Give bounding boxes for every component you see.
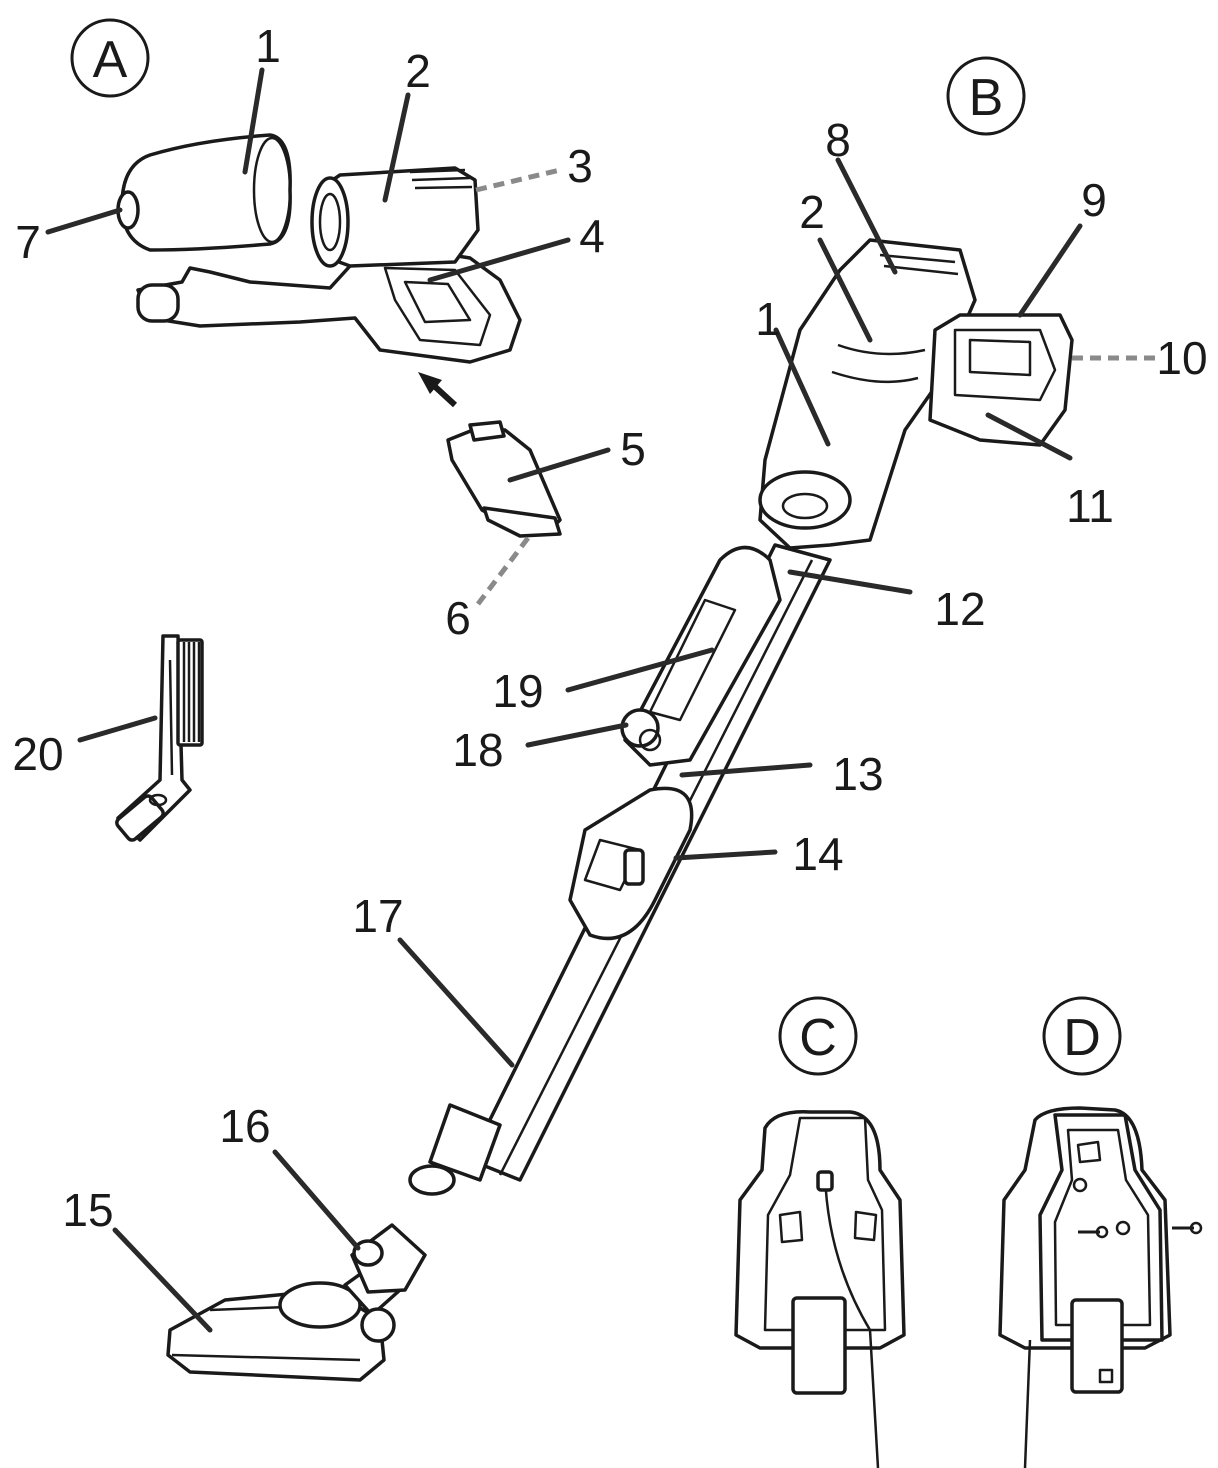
callout-b-13: 13 (832, 748, 883, 800)
handheld-body (136, 166, 522, 364)
callout-b-12: 12 (934, 583, 985, 635)
callout-a-3: 3 (567, 140, 593, 192)
section-d-badge: D (1042, 996, 1122, 1076)
floor-nozzle: 16 15 (62, 1100, 427, 1382)
section-b-letter: B (969, 69, 1004, 127)
callout-b-18: 18 (452, 724, 503, 776)
section-a-badge: A (70, 18, 150, 98)
callout-b-16: 16 (219, 1100, 270, 1152)
brush-tool: 20 (12, 634, 204, 842)
callout-a-2: 2 (405, 45, 431, 97)
wall-screw-left (1078, 1225, 1109, 1239)
callout-b-9: 9 (1081, 174, 1107, 226)
callout-a-4: 4 (579, 210, 605, 262)
section-b-assembled-cleaner: B 8 2 9 1 (352, 56, 1208, 1196)
battery-pack (418, 372, 562, 538)
section-d-letter: D (1063, 1009, 1101, 1067)
callout-b-10: 10 (1156, 332, 1207, 384)
wall-screw-right (1172, 1221, 1203, 1235)
section-a-letter: A (93, 31, 128, 89)
section-c-wall-bracket: C (734, 996, 906, 1468)
callout-a-7: 7 (15, 216, 41, 268)
callout-b-19: 19 (492, 665, 543, 717)
callout-a-5: 5 (620, 423, 646, 475)
section-a-handheld-unit: A 1 (15, 18, 646, 644)
section-c-letter: C (799, 1009, 837, 1067)
section-c-badge: C (778, 996, 858, 1076)
dust-container (116, 133, 292, 252)
callout-b-17: 17 (352, 890, 403, 942)
callout-b-1: 1 (755, 293, 781, 345)
callout-b-2: 2 (799, 186, 825, 238)
section-d-wall-bracket: D (998, 996, 1203, 1468)
callout-a-1: 1 (255, 20, 281, 72)
section-b-badge: B (946, 56, 1026, 136)
callout-a-6: 6 (445, 592, 471, 644)
callout-b-8: 8 (825, 114, 851, 166)
callout-b-15: 15 (62, 1184, 113, 1236)
callout-b-20: 20 (12, 728, 63, 780)
callout-b-11: 11 (1066, 480, 1114, 532)
callout-b-14: 14 (792, 828, 843, 880)
